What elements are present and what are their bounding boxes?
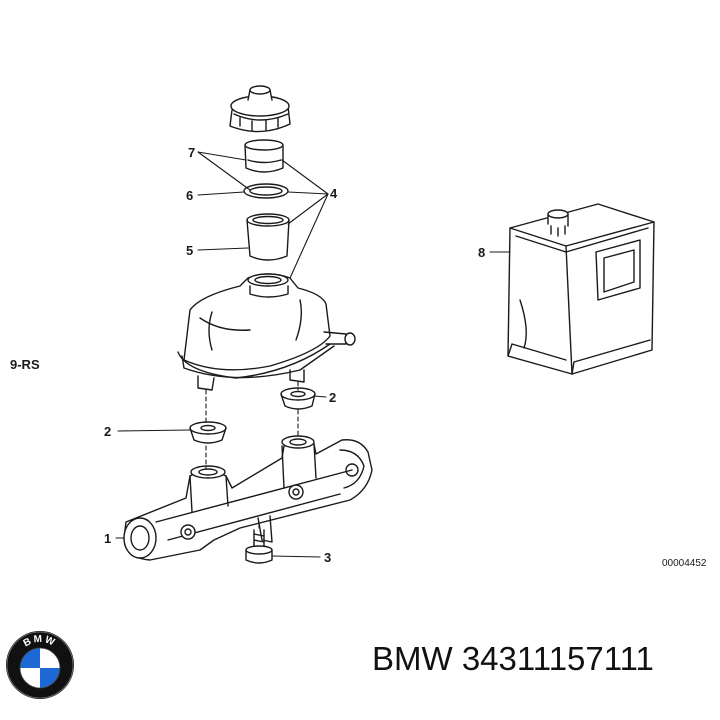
callout-2-right: 2: [329, 390, 337, 405]
callout-8: 8: [478, 245, 486, 260]
product-title: BMW 34311157111: [372, 640, 654, 678]
part-5-sleeve: [246, 213, 290, 261]
callout-9-rs: 9-RS: [10, 357, 40, 372]
callout-2-left: 2: [104, 424, 112, 439]
callout-1: 1: [104, 531, 112, 546]
callout-3: 3: [324, 550, 332, 565]
leader-lines: [115, 151, 511, 558]
brand-name: BMW: [372, 640, 453, 677]
master-cylinder: [123, 435, 373, 561]
callout-4: 4: [330, 186, 338, 201]
part-6-ring: [243, 183, 289, 199]
part-3-bolt: [245, 529, 273, 564]
brake-fluid-can: [507, 203, 655, 375]
bmw-logo: BMW: [6, 631, 74, 699]
grommet-left: [189, 421, 227, 444]
fluid-reservoir: [177, 273, 356, 391]
diagram-code: 00004452: [662, 558, 707, 569]
part-number: 34311157111: [461, 640, 654, 677]
svg-text:BMW: BMW: [22, 634, 58, 650]
callout-5: 5: [186, 243, 194, 258]
callout-6: 6: [186, 188, 194, 203]
grommet-right: [280, 387, 316, 410]
reservoir-cap: [229, 85, 291, 133]
callout-7: 7: [188, 145, 196, 160]
part-7-collar: [244, 139, 284, 173]
